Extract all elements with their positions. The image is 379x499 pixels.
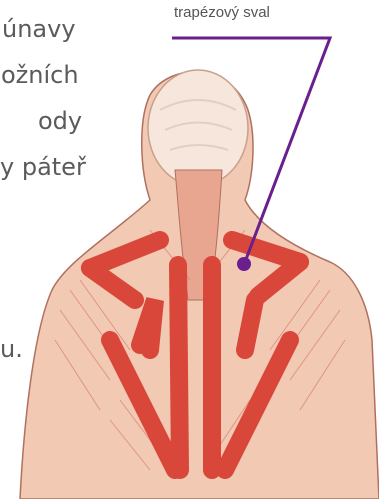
callout-label: trapézový sval — [174, 4, 270, 21]
callout-dot — [237, 257, 251, 271]
head — [148, 70, 248, 186]
